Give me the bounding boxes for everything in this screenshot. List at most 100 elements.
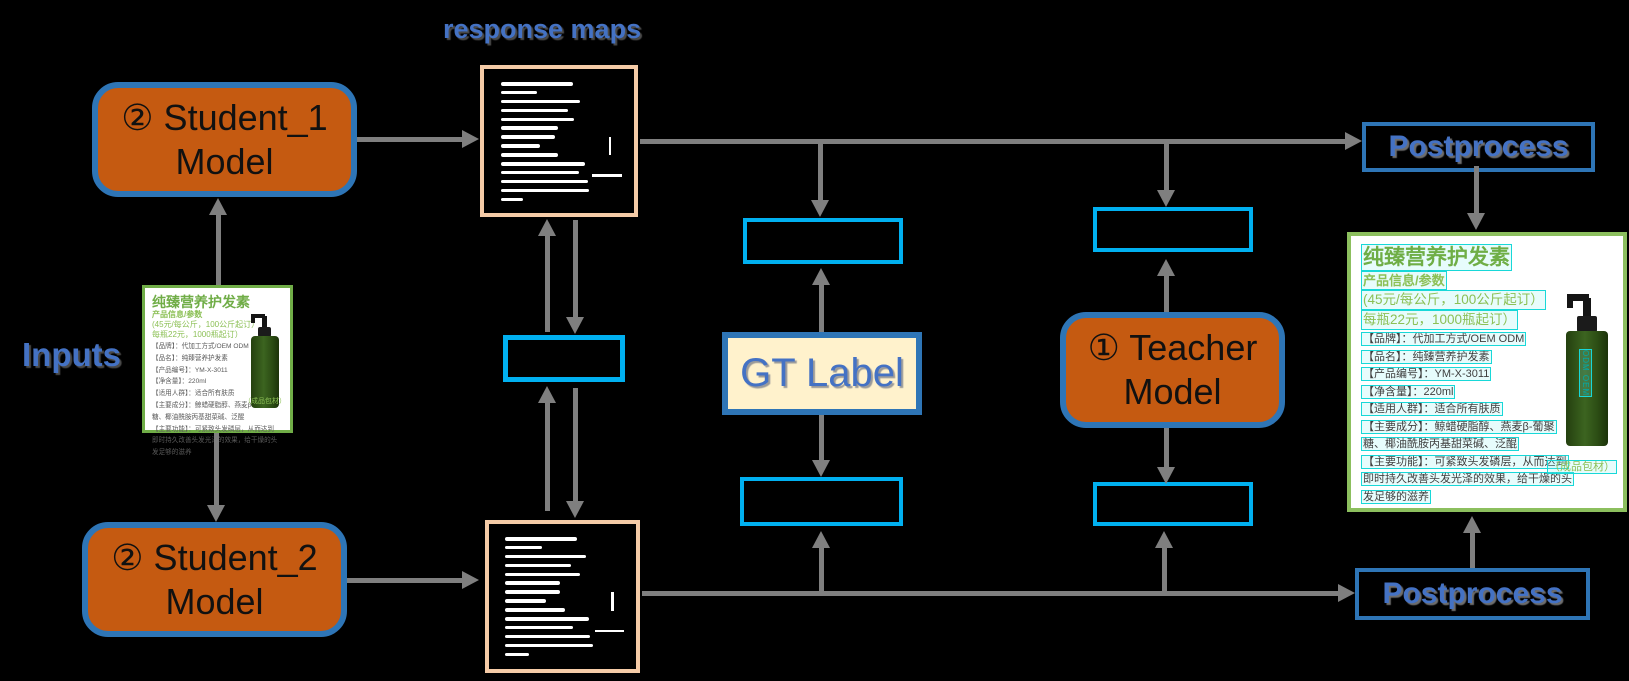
arrowhead-mutual-down-top — [566, 317, 584, 334]
card-text-line: 【品牌】：代加工方式/OEM ODM — [1361, 332, 1527, 346]
response-line — [500, 108, 568, 113]
arrowhead-mutual-up-bottom — [538, 386, 556, 403]
response-line — [505, 599, 547, 603]
response-map-bottom-dash — [594, 629, 625, 633]
result-card-details: 【品牌】：代加工方式/OEM ODM【品名】：纯臻营养护发素【产品编号】：YM-… — [1361, 330, 1613, 505]
arrow-mutual-up-top — [545, 234, 550, 332]
student2-model-node: ② Student_2 Model — [82, 522, 347, 637]
branch-top-right — [1164, 139, 1169, 191]
line-bottom-main — [642, 591, 1339, 596]
inputs-label: Inputs — [22, 336, 121, 373]
result-card-package-note: （成品包材） — [1547, 460, 1617, 474]
postprocess-bottom-node: Postprocess — [1355, 568, 1590, 620]
student1-line2: Model — [175, 140, 274, 182]
response-line — [500, 162, 585, 166]
arrow-gt-up — [819, 283, 824, 332]
response-line — [500, 197, 523, 202]
result-bottle-image: ODM OEM — [1561, 294, 1613, 452]
card-text-line: 发足够的滋养 — [152, 449, 192, 457]
response-line — [500, 170, 579, 175]
card-text-line: 【品名】：纯臻营养护发素 — [152, 354, 228, 362]
loss-box-top-right — [1093, 207, 1253, 252]
response-line — [500, 90, 537, 95]
response-line — [505, 545, 542, 550]
response-line — [505, 554, 586, 559]
card-text-line: (45元/每公斤，100公斤起订） — [1361, 290, 1546, 310]
branch-bottom-left — [819, 546, 824, 593]
input-bottle-image — [247, 314, 285, 414]
student2-line2: Model — [165, 580, 264, 622]
response-map-top — [480, 65, 638, 217]
gt-label-text: GT Label — [740, 351, 904, 395]
response-line — [505, 625, 573, 630]
arrow-mutual-down-top — [573, 220, 578, 318]
response-map-top-dash — [592, 174, 622, 177]
response-line — [505, 581, 560, 585]
arrow-gt-down — [819, 415, 824, 461]
response-map-bottom-tick — [611, 592, 614, 611]
arrow-teacher-down — [1164, 428, 1169, 468]
arrowhead-teacher-down — [1157, 467, 1175, 484]
result-card-title: 纯臻营养护发素 — [1361, 244, 1512, 271]
response-line — [505, 652, 529, 657]
postprocess-bottom-text: Postprocess — [1382, 577, 1563, 610]
response-line — [500, 179, 588, 184]
card-text-line: 【适用人群】：适合所有肤质 — [1361, 402, 1503, 416]
card-text-line: 即时持久改善头发光泽的效果，给干燥的头 — [1361, 472, 1574, 486]
card-text-line: 【产品编号】：YM-X-3011 — [152, 366, 228, 374]
arrowhead-postprocess-top-to-result — [1467, 213, 1485, 230]
response-line — [500, 117, 574, 122]
card-text-line: 发足够的滋养 — [1361, 489, 1431, 504]
response-line — [500, 82, 573, 86]
response-line — [500, 99, 580, 104]
response-maps-label: response maps — [443, 14, 642, 44]
card-text-line: 【净含量】：220ml — [1361, 384, 1456, 399]
arrowhead-bottom-postprocess — [1338, 584, 1355, 602]
card-text-line: 每瓶22元，1000瓶起订） — [1361, 310, 1519, 330]
response-map-bottom-lines — [489, 537, 636, 657]
response-line — [505, 590, 560, 594]
arrowhead-top-postprocess — [1345, 132, 1362, 150]
arrowhead-branch-bottom-right — [1155, 531, 1173, 548]
card-text-line: 【主要功能】：可紧致头发磷层，从而达到 — [152, 425, 274, 433]
arrowhead-mutual-down-bottom — [566, 501, 584, 518]
response-line — [505, 634, 591, 639]
card-text-line: 【净含量】：220ml — [152, 378, 207, 386]
response-line — [500, 144, 540, 148]
arrowhead-branch-top-left — [811, 200, 829, 217]
student1-model-node: ② Student_1 Model — [92, 82, 357, 197]
response-line — [505, 563, 572, 568]
card-text-line: 【主要成分】：鲸蜡硬脂醇、燕麦β-葡聚 — [1361, 419, 1557, 434]
loss-box-bottom-right — [1093, 482, 1253, 526]
arrowhead-student2-to-map — [462, 571, 479, 589]
loss-box-top-left — [743, 218, 903, 264]
loss-box-bottom-left — [740, 477, 903, 526]
arrow-student2-to-map — [347, 578, 463, 583]
arrow-input-to-student2 — [214, 433, 219, 505]
input-card-package-note: （成品包材） — [244, 398, 286, 405]
teacher-model-node: ① Teacher Model — [1060, 312, 1285, 428]
arrow-mutual-down-bottom — [573, 388, 578, 501]
input-card-subtitle: 产品信息/参数 — [152, 310, 203, 319]
arrowhead-teacher-up — [1157, 259, 1175, 276]
gt-label-node: GT Label — [722, 332, 922, 415]
response-line — [505, 617, 589, 621]
arrowhead-branch-bottom-left — [812, 531, 830, 548]
postprocess-top-text: Postprocess — [1388, 130, 1569, 163]
arrowhead-gt-up — [812, 268, 830, 285]
response-line — [505, 643, 594, 648]
arrowhead-branch-top-right — [1157, 190, 1175, 207]
result-product-card: 纯臻营养护发素 产品信息/参数 (45元/每公斤，100公斤起订）每瓶22元，1… — [1347, 232, 1627, 512]
card-text-line: 【主要功能】：可紧致头发磷层，从而达到 — [1361, 454, 1569, 469]
student2-line1: ② Student_2 — [111, 536, 318, 578]
card-text-line: 【产品编号】：YM-X-3011 — [1361, 367, 1492, 381]
card-text-line: 【品牌】：代加工方式/OEM ODM — [152, 343, 249, 350]
teacher-line2: Model — [1123, 371, 1222, 412]
card-text-line: 糖、椰油酰胺丙基甜菜碱、泛醌 — [152, 413, 245, 421]
branch-bottom-right — [1162, 546, 1167, 593]
response-line — [505, 608, 566, 612]
arrowhead-mutual-up-top — [538, 219, 556, 236]
arrow-postprocess-top-to-result — [1474, 166, 1479, 214]
arrow-mutual-up-bottom — [545, 401, 550, 511]
